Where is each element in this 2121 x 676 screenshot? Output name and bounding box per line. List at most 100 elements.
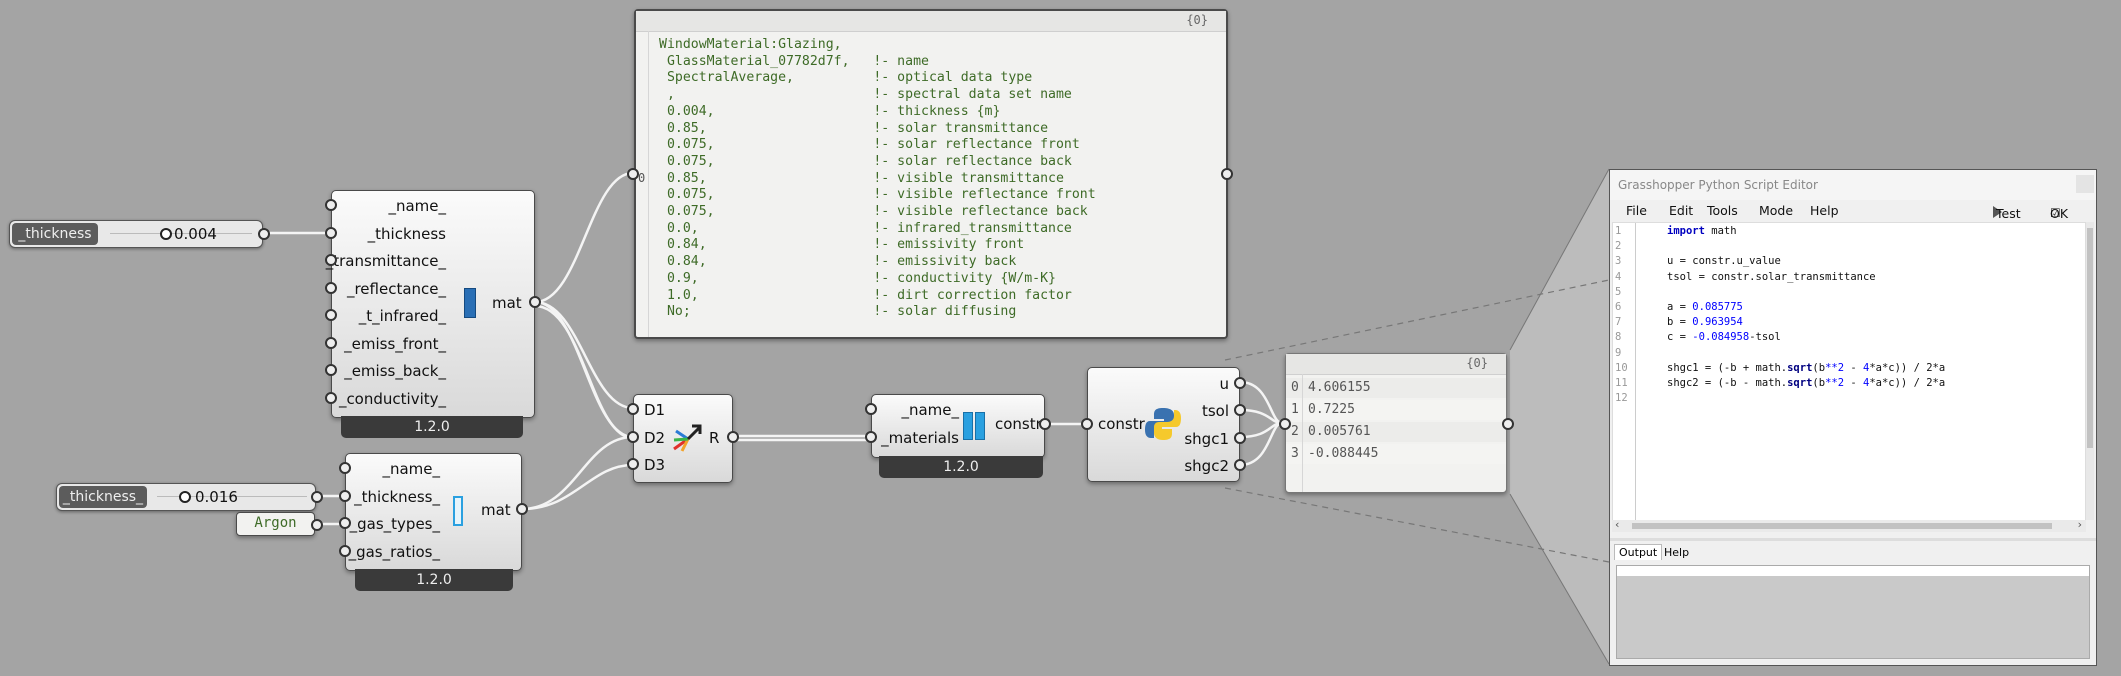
menu-help[interactable]: Help	[1810, 203, 1839, 218]
slider-output-port[interactable]	[258, 228, 270, 240]
python-script-editor[interactable]: Grasshopper Python Script Editor File Ed…	[1609, 169, 2097, 666]
python-output-port-shgc2[interactable]	[1234, 459, 1246, 471]
python-input-port[interactable]	[1081, 418, 1093, 430]
output-mat[interactable]: mat	[481, 501, 511, 519]
gas-output-port[interactable]	[516, 503, 528, 515]
gas-input-port-4[interactable]	[339, 545, 351, 557]
tab-output[interactable]: Output	[1614, 544, 1663, 560]
merge-input-port-2[interactable]	[627, 431, 639, 443]
glass-input-port-2[interactable]	[325, 227, 337, 239]
code-line: b = 0.963954	[1667, 316, 1743, 329]
gas-material-component[interactable]: _name_ _thickness_ _gas_types_ _gas_rati…	[345, 453, 522, 571]
gas-type-panel[interactable]: Argon	[236, 512, 315, 536]
glass-output-port[interactable]	[529, 296, 541, 308]
vertical-scrollbar[interactable]	[2086, 222, 2094, 520]
python-script-component[interactable]: constr u tsol shgc1 shgc2	[1087, 367, 1240, 482]
python-output-port-shgc1[interactable]	[1234, 432, 1246, 444]
python-output-port-u[interactable]	[1234, 377, 1246, 389]
input-materials[interactable]: _materials	[881, 429, 959, 447]
menu-tools[interactable]: Tools	[1707, 203, 1738, 218]
output-area[interactable]	[1616, 565, 2090, 659]
glass-input-port-8[interactable]	[325, 392, 337, 404]
result-input-port[interactable]	[1279, 418, 1291, 430]
slider-knob[interactable]	[179, 491, 191, 503]
close-icon[interactable]	[2076, 175, 2094, 193]
line-number: 4	[1615, 270, 1622, 283]
code-area[interactable]: 1 2 3 4 5 6 7 8 9 10 11 12 import math u…	[1612, 222, 2086, 522]
construction-component[interactable]: _name_ _materials constr	[871, 394, 1045, 458]
input-d1[interactable]: D1	[644, 401, 666, 419]
merge-output-port[interactable]	[727, 431, 739, 443]
output-shgc2[interactable]: shgc2	[1184, 457, 1229, 475]
input-transmittance[interactable]: _transmittance_	[325, 252, 446, 270]
merge-component[interactable]: D1 D2 D3 R	[633, 394, 733, 483]
glass-material-component[interactable]: _name_ _thickness _transmittance_ _refle…	[326, 190, 535, 418]
input-name[interactable]: _name_	[901, 401, 959, 419]
glass-input-port-1[interactable]	[325, 199, 337, 211]
glass-input-port-4[interactable]	[325, 282, 337, 294]
panel-output-port[interactable]	[311, 519, 323, 531]
input-d3[interactable]: D3	[644, 456, 666, 474]
input-constr[interactable]: constr	[1098, 415, 1145, 433]
construction-input-port-1[interactable]	[865, 403, 877, 415]
input-d2[interactable]: D2	[644, 429, 666, 447]
scrollbar-thumb[interactable]	[1632, 523, 2052, 529]
panel-input-port[interactable]	[627, 168, 639, 180]
thickness-slider[interactable]: _thickness 0.004	[9, 220, 263, 248]
output-shgc1[interactable]: shgc1	[1184, 430, 1229, 448]
scrollbar-thumb[interactable]	[2087, 228, 2093, 448]
input-emiss-front[interactable]: _emiss_front_	[344, 335, 446, 353]
input-reflectance[interactable]: _reflectance_	[346, 280, 446, 298]
line-number: 10	[1615, 361, 1628, 374]
panel-output-port[interactable]	[1221, 168, 1233, 180]
output-mat[interactable]: mat	[492, 294, 522, 312]
input-emiss-back[interactable]: _emiss_back_	[344, 362, 446, 380]
row-value: 0.7225	[1308, 402, 1355, 417]
scroll-left-icon[interactable]: ‹	[1615, 518, 1620, 531]
gas-input-port-1[interactable]	[339, 462, 351, 474]
output-u[interactable]: u	[1219, 375, 1229, 393]
idf-line: 0.004, !- thickness {m}	[659, 103, 1001, 119]
python-output-port-tsol[interactable]	[1234, 404, 1246, 416]
slider-knob[interactable]	[160, 228, 172, 240]
input-gas-ratios[interactable]: _gas_ratios_	[348, 543, 440, 561]
output-input-line	[1617, 566, 2089, 576]
idf-text-panel[interactable]: {0} 0 WindowMaterial:Glazing, GlassMater…	[634, 9, 1228, 339]
gas-input-port-2[interactable]	[339, 490, 351, 502]
construction-output-port[interactable]	[1039, 418, 1051, 430]
menu-mode[interactable]: Mode	[1759, 203, 1794, 218]
output-r[interactable]: R	[709, 429, 720, 447]
row-index: 2	[1291, 424, 1299, 439]
merge-input-port-3[interactable]	[627, 458, 639, 470]
row-index: 1	[1291, 402, 1299, 417]
splitter[interactable]	[1610, 538, 2096, 541]
glass-input-port-5[interactable]	[325, 309, 337, 321]
glass-input-port-3[interactable]	[325, 254, 337, 266]
gas-thickness-slider[interactable]: _thickness_ 0.016	[56, 483, 316, 511]
input-name[interactable]: _name_	[388, 197, 446, 215]
result-panel[interactable]: {0} 0 4.606155 1 0.7225 2 0.005761 3 -0.…	[1285, 353, 1507, 493]
input-thickness[interactable]: _thickness_	[354, 488, 440, 506]
output-tsol[interactable]: tsol	[1201, 402, 1229, 420]
result-output-port[interactable]	[1502, 418, 1514, 430]
horizontal-scrollbar[interactable]: ‹ ›	[1612, 518, 2086, 532]
row-value: -0.088445	[1308, 446, 1379, 461]
input-gas-types[interactable]: _gas_types_	[349, 515, 440, 533]
glass-input-port-6[interactable]	[325, 337, 337, 349]
input-name[interactable]: _name_	[382, 460, 440, 478]
output-constr[interactable]: constr	[995, 415, 1042, 433]
merge-input-port-1[interactable]	[627, 403, 639, 415]
glass-input-port-7[interactable]	[325, 364, 337, 376]
menu-file[interactable]: File	[1626, 203, 1647, 218]
slider-output-port[interactable]	[311, 491, 323, 503]
construction-input-port-2[interactable]	[865, 431, 877, 443]
input-thickness[interactable]: _thickness	[367, 225, 446, 243]
slider-value: 0.004	[174, 225, 217, 243]
tab-help[interactable]: Help	[1664, 546, 1690, 559]
input-t-infrared[interactable]: _t_infrared_	[358, 307, 446, 325]
menu-edit[interactable]: Edit	[1669, 203, 1694, 218]
line-number: 5	[1615, 285, 1622, 298]
input-conductivity[interactable]: _conductivity_	[338, 390, 446, 408]
scroll-right-icon[interactable]: ›	[2077, 518, 2082, 531]
gas-input-port-3[interactable]	[339, 517, 351, 529]
